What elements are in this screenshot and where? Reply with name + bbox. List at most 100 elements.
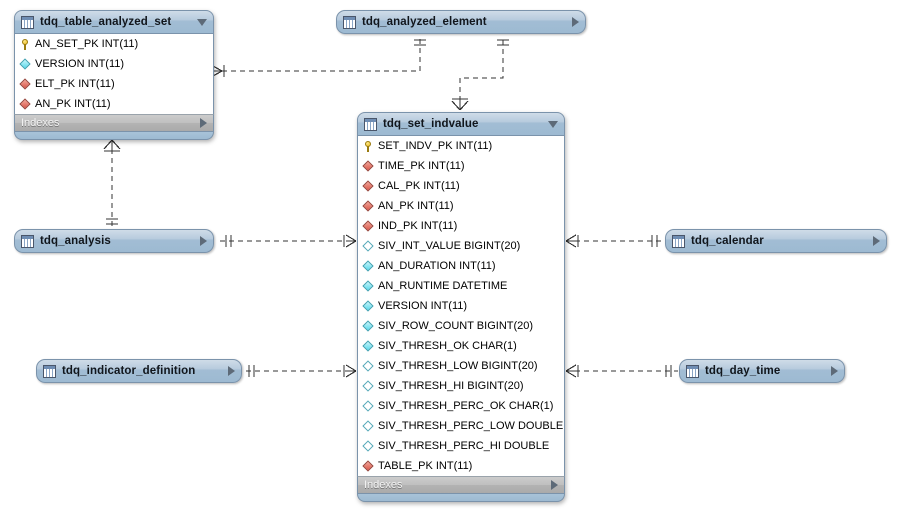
column-row[interactable]: SIV_INT_VALUE BIGINT(20) (358, 236, 564, 256)
column-row[interactable]: SIV_ROW_COUNT BIGINT(20) (358, 316, 564, 336)
connector-analysis-set-indvalue[interactable] (220, 234, 357, 248)
chevron-right-icon[interactable] (831, 366, 838, 376)
connector-set-indvalue-day-time[interactable] (565, 364, 678, 378)
indexes-bar[interactable]: Indexes (357, 476, 565, 494)
connector-indicator-definition-set-indvalue[interactable] (246, 364, 357, 378)
table-tdq-table-analyzed-set[interactable]: tdq_table_analyzed_set AN_SET_PK INT(11)… (14, 10, 214, 140)
column-row[interactable]: ELT_PK INT(11) (15, 74, 213, 94)
column-label: SIV_THRESH_HI BIGINT(20) (378, 379, 524, 392)
foreign-key-icon (362, 199, 374, 212)
primary-key-icon (363, 140, 374, 152)
column-label: SIV_THRESH_LOW BIGINT(20) (378, 359, 538, 372)
column-row[interactable]: TIME_PK INT(11) (358, 156, 564, 176)
notnull-column-icon (362, 259, 374, 272)
connector-table-analyzed-set-analysis[interactable] (103, 139, 121, 228)
table-tdq-day-time[interactable]: tdq_day_time (679, 359, 845, 383)
column-row[interactable]: AN_DURATION INT(11) (358, 256, 564, 276)
table-tdq-indicator-definition[interactable]: tdq_indicator_definition (36, 359, 242, 383)
indexes-label: Indexes (364, 479, 403, 491)
table-header[interactable]: tdq_indicator_definition (36, 359, 242, 383)
column-row[interactable]: AN_PK INT(11) (15, 94, 213, 114)
table-header[interactable]: tdq_analyzed_element (336, 10, 586, 34)
indexes-bar[interactable]: Indexes (14, 114, 214, 132)
notnull-column-icon (362, 319, 374, 332)
column-row[interactable]: SIV_THRESH_PERC_LOW DOUBLE (358, 416, 564, 436)
column-label: SET_INDV_PK INT(11) (378, 139, 493, 152)
column-label: TIME_PK INT(11) (378, 159, 465, 172)
column-row[interactable]: CAL_PK INT(11) (358, 176, 564, 196)
table-tdq-analyzed-element[interactable]: tdq_analyzed_element (336, 10, 586, 34)
column-row[interactable]: VERSION INT(11) (15, 54, 213, 74)
table-icon (343, 15, 356, 29)
column-label: SIV_THRESH_PERC_OK CHAR(1) (378, 399, 554, 412)
column-row[interactable]: AN_SET_PK INT(11) (15, 34, 213, 54)
chevron-right-icon[interactable] (873, 236, 880, 246)
chevron-right-icon[interactable] (551, 480, 558, 490)
chevron-right-icon[interactable] (572, 17, 579, 27)
column-label: AN_SET_PK INT(11) (35, 37, 139, 50)
table-title: tdq_table_analyzed_set (40, 16, 172, 28)
column-row[interactable]: TABLE_PK INT(11) (358, 456, 564, 476)
column-row[interactable]: SIV_THRESH_OK CHAR(1) (358, 336, 564, 356)
column-row[interactable]: SET_INDV_PK INT(11) (358, 136, 564, 156)
column-label: IND_PK INT(11) (378, 219, 458, 232)
column-row[interactable]: SIV_THRESH_PERC_OK CHAR(1) (358, 396, 564, 416)
column-label: CAL_PK INT(11) (378, 179, 460, 192)
column-label: ELT_PK INT(11) (35, 77, 115, 90)
table-title: tdq_day_time (705, 365, 781, 377)
table-tdq-calendar[interactable]: tdq_calendar (665, 229, 887, 253)
table-bottom-edge (357, 494, 565, 502)
foreign-key-icon (362, 219, 374, 232)
foreign-key-icon (362, 459, 374, 472)
column-label: TABLE_PK INT(11) (378, 459, 473, 472)
chevron-right-icon[interactable] (200, 236, 207, 246)
table-title: tdq_indicator_definition (62, 365, 196, 377)
column-row[interactable]: SIV_THRESH_HI BIGINT(20) (358, 376, 564, 396)
table-header[interactable]: tdq_calendar (665, 229, 887, 253)
column-row[interactable]: SIV_THRESH_PERC_HI DOUBLE (358, 436, 564, 456)
notnull-column-icon (362, 339, 374, 352)
column-label: VERSION INT(11) (378, 299, 468, 312)
table-tdq-analysis[interactable]: tdq_analysis (14, 229, 214, 253)
notnull-column-icon (362, 279, 374, 292)
connector-table-analyzed-set-analyzed-element[interactable] (212, 36, 426, 77)
table-tdq-set-indvalue[interactable]: tdq_set_indvalue SET_INDV_PK INT(11) TIM… (357, 112, 565, 502)
notnull-column-icon (19, 57, 31, 70)
column-label: SIV_THRESH_PERC_HI DOUBLE (378, 439, 550, 452)
table-bottom-edge (14, 132, 214, 140)
primary-key-icon (20, 38, 31, 50)
nullable-column-icon (362, 419, 374, 432)
column-label: SIV_ROW_COUNT BIGINT(20) (378, 319, 534, 332)
column-row[interactable]: VERSION INT(11) (358, 296, 564, 316)
table-icon (43, 364, 56, 378)
chevron-right-icon[interactable] (228, 366, 235, 376)
indexes-label: Indexes (21, 117, 60, 129)
foreign-key-icon (362, 179, 374, 192)
nullable-column-icon (362, 439, 374, 452)
connector-set-indvalue-calendar[interactable] (565, 234, 664, 248)
column-list: SET_INDV_PK INT(11) TIME_PK INT(11) CAL_… (357, 136, 565, 476)
chevron-right-icon[interactable] (200, 118, 207, 128)
connector-analyzed-element-set-indvalue[interactable] (451, 36, 509, 111)
foreign-key-icon (19, 97, 31, 110)
nullable-column-icon (362, 239, 374, 252)
column-label: AN_RUNTIME DATETIME (378, 279, 508, 292)
table-header[interactable]: tdq_day_time (679, 359, 845, 383)
table-header[interactable]: tdq_analysis (14, 229, 214, 253)
column-label: SIV_THRESH_OK CHAR(1) (378, 339, 517, 352)
column-row[interactable]: SIV_THRESH_LOW BIGINT(20) (358, 356, 564, 376)
table-header[interactable]: tdq_set_indvalue (357, 112, 565, 136)
chevron-down-icon[interactable] (197, 18, 207, 26)
column-label: SIV_INT_VALUE BIGINT(20) (378, 239, 521, 252)
chevron-down-icon[interactable] (548, 120, 558, 128)
table-title: tdq_calendar (691, 235, 764, 247)
column-row[interactable]: AN_RUNTIME DATETIME (358, 276, 564, 296)
column-row[interactable]: IND_PK INT(11) (358, 216, 564, 236)
column-label: VERSION INT(11) (35, 57, 125, 70)
nullable-column-icon (362, 399, 374, 412)
column-row[interactable]: AN_PK INT(11) (358, 196, 564, 216)
table-icon (21, 234, 34, 248)
table-header[interactable]: tdq_table_analyzed_set (14, 10, 214, 34)
table-title: tdq_set_indvalue (383, 118, 479, 130)
